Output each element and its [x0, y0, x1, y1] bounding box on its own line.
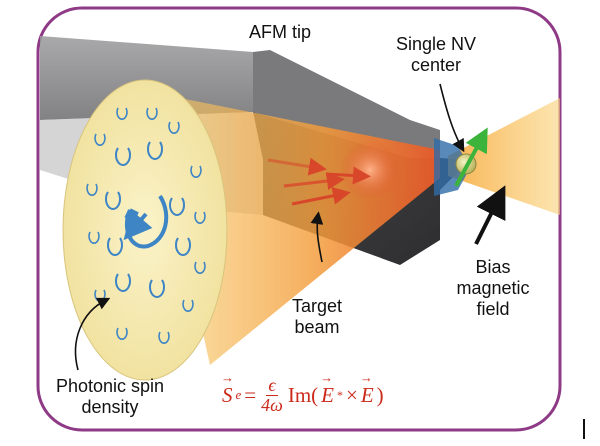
- formula-lhs: S: [221, 370, 233, 408]
- formula-operator: Im(: [287, 382, 319, 407]
- circular-arrow-icon: [86, 183, 98, 196]
- circular-arrow-icon: [146, 107, 158, 120]
- nv-center: [434, 127, 488, 196]
- circular-arrow-icon: [107, 237, 123, 256]
- formula-field: E: [360, 370, 374, 408]
- formula-subscript: e: [235, 387, 242, 402]
- circular-arrow-icon: [115, 273, 131, 292]
- circular-arrow-icon: [158, 331, 170, 344]
- photonic-spin-disk: [62, 79, 228, 381]
- nv-pointer: [439, 83, 465, 153]
- circular-arrow-icon: [105, 191, 121, 210]
- spin-circulation-icons: [86, 107, 206, 344]
- bias-field-arrow: [474, 185, 506, 245]
- afm-tip-label: AFM tip: [249, 22, 312, 42]
- formula-numerator: ϵ: [266, 374, 278, 396]
- circular-arrow-icon: [169, 197, 185, 216]
- circular-arrow-icon: [194, 261, 206, 274]
- circular-arrow-icon: [149, 279, 165, 298]
- circular-arrow-icon: [116, 327, 128, 340]
- formula-equals: =: [244, 382, 257, 407]
- text-cursor: [583, 419, 585, 439]
- circular-arrow-icon: [94, 133, 106, 146]
- formula-times: ×: [346, 382, 358, 407]
- circular-arrow-icon: [116, 107, 128, 120]
- callout-lines: [74, 83, 506, 371]
- nv-center-label: Single NV center: [395, 34, 477, 75]
- nv-axis-arrow: [454, 127, 488, 187]
- formula-conj-mark: *: [337, 387, 343, 402]
- spin-density-label: Photonic spin density: [55, 376, 165, 417]
- bias-field-label: Bias magnetic field: [456, 257, 530, 319]
- formula-close: ): [376, 382, 384, 407]
- circular-arrow-icon: [194, 211, 206, 224]
- outgoing-beam: [448, 98, 560, 215]
- target-beam-label: Target beam: [291, 296, 343, 337]
- spin-density-formula: Se = ϵ 4ω Im(E* × E): [221, 370, 462, 420]
- circular-arrow-icon: [182, 299, 194, 312]
- formula-denominator: 4ω: [261, 394, 283, 415]
- formula-field-conj: E: [320, 370, 334, 408]
- circular-arrow-icon: [147, 141, 163, 160]
- large-circular-arrow-icon: [123, 194, 169, 249]
- circular-arrow-icon: [115, 147, 131, 166]
- circular-arrow-icon: [175, 237, 191, 256]
- circular-arrow-icon: [190, 165, 202, 178]
- circular-arrow-icon: [88, 231, 100, 244]
- spin-pointer: [74, 297, 111, 371]
- beam-arrows: [267, 157, 371, 206]
- formula-fraction: ϵ 4ω: [261, 374, 283, 415]
- circular-arrow-icon: [168, 121, 180, 134]
- beam-pointer: [310, 211, 324, 263]
